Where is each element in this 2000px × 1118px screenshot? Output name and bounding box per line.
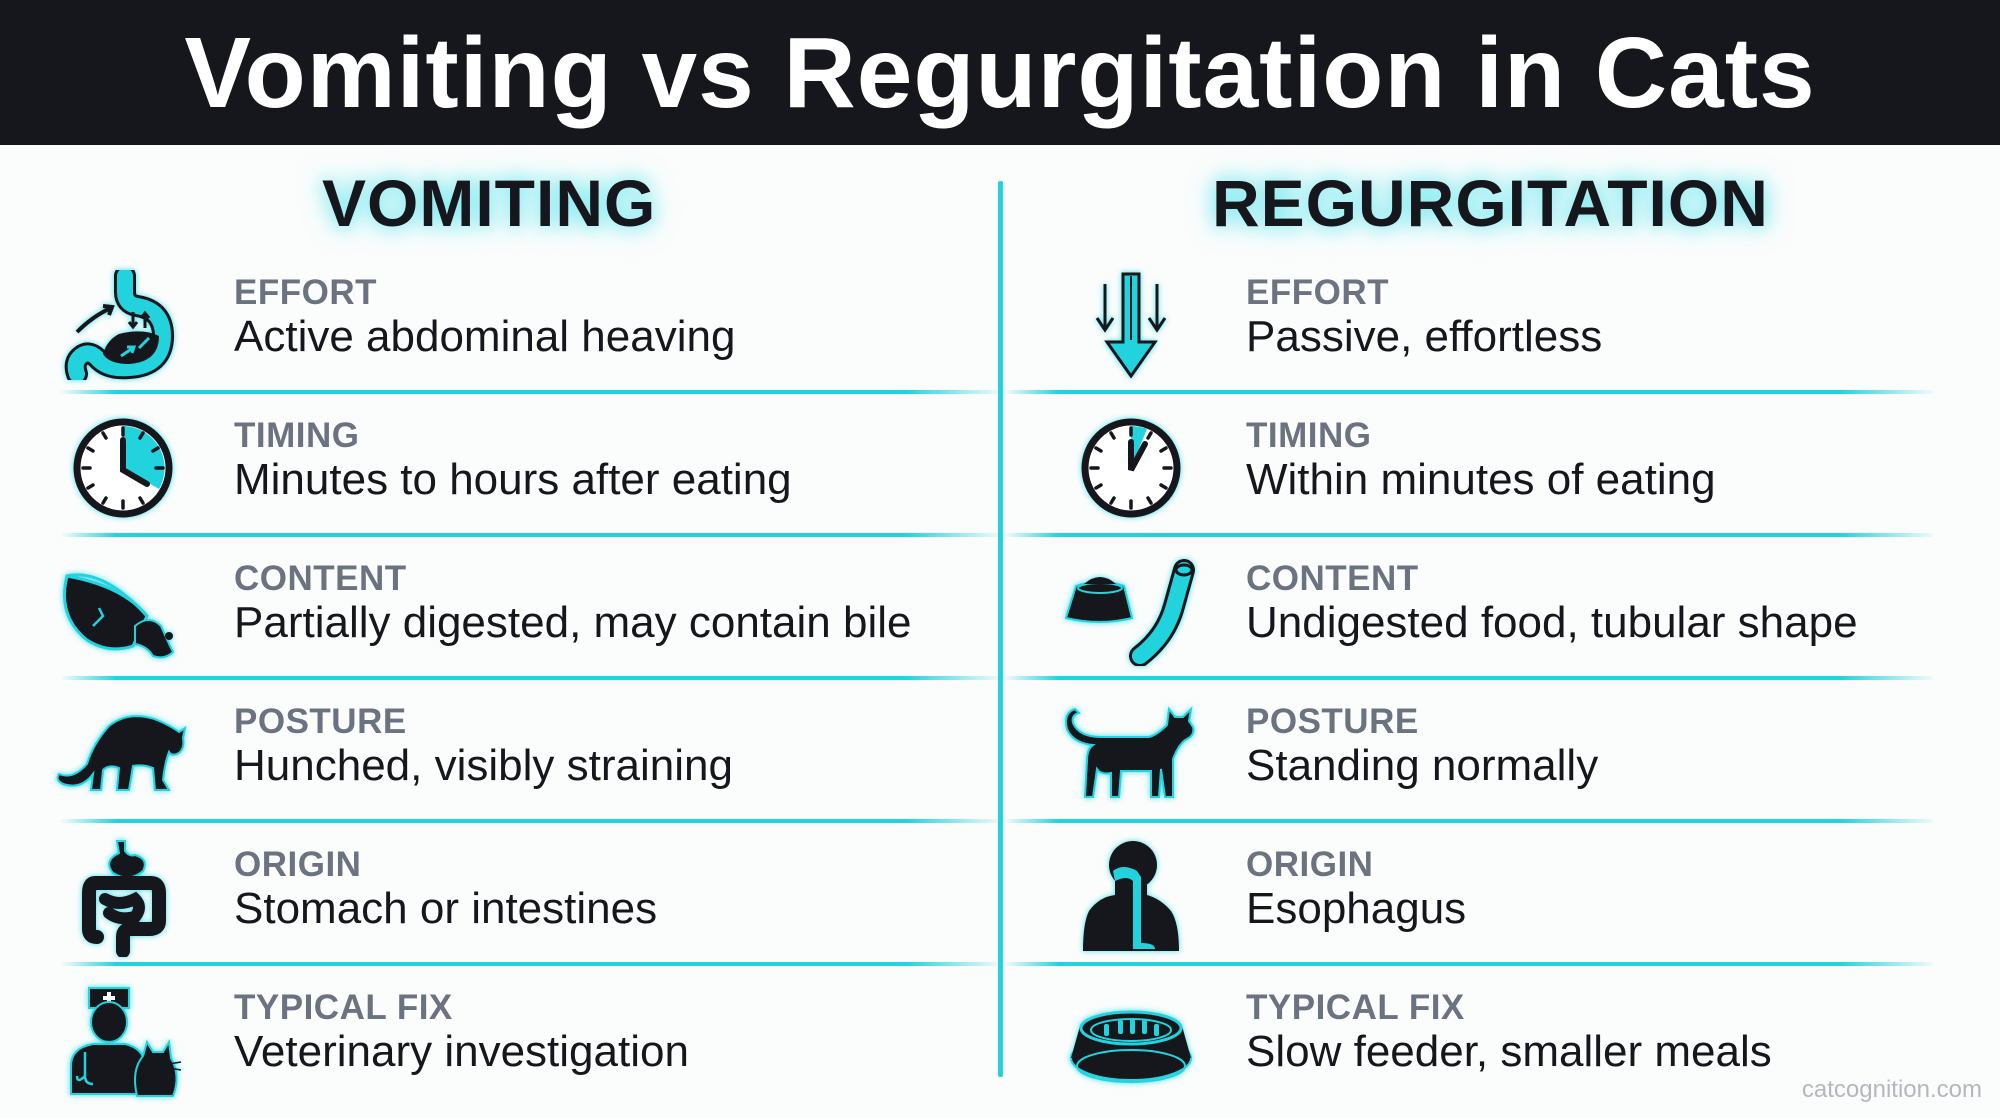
- row-divider: [1003, 676, 1933, 680]
- row-divider: [60, 390, 1000, 394]
- vomiting-row-timing: TIMING Minutes to hours after eating: [48, 403, 1038, 546]
- row-value: Veterinary investigation: [234, 1027, 689, 1076]
- regurgitation-row-posture: POSTURE Standing normally: [1056, 689, 2000, 832]
- title-bar: Vomiting vs Regurgitation in Cats: [0, 0, 2000, 145]
- row-divider: [1003, 819, 1933, 823]
- clock-minutes-icon: [1056, 403, 1206, 533]
- regurgitation-row-typical-fix: TYPICAL FIX Slow feeder, smaller meals: [1056, 975, 2000, 1118]
- row-divider: [60, 962, 1000, 966]
- slow-feeder-bowl-icon: [1056, 975, 1206, 1105]
- spilled-bowl-icon: [48, 546, 198, 676]
- regurgitation-heading: REGURGITATION: [1212, 166, 1769, 240]
- vomiting-row-origin: ORIGIN Stomach or intestines: [48, 832, 1038, 975]
- row-label: TYPICAL FIX: [234, 988, 453, 1027]
- row-value: Partially digested, may contain bile: [234, 598, 912, 647]
- regurgitation-row-origin: ORIGIN Esophagus: [1056, 832, 2000, 975]
- row-value: Slow feeder, smaller meals: [1246, 1027, 1772, 1076]
- row-value: Within minutes of eating: [1246, 455, 1716, 504]
- digestive-tract-icon: [48, 832, 198, 962]
- hunched-cat-icon: [48, 689, 198, 819]
- row-value: Undigested food, tubular shape: [1246, 598, 1858, 647]
- row-label: EFFORT: [234, 273, 377, 312]
- row-value: Minutes to hours after eating: [234, 455, 792, 504]
- regurgitation-row-effort: EFFORT Passive, effortless: [1056, 260, 2000, 403]
- row-value: Standing normally: [1246, 741, 1599, 790]
- row-label: ORIGIN: [1246, 845, 1374, 884]
- row-label: CONTENT: [234, 559, 407, 598]
- vomiting-row-typical-fix: TYPICAL FIX Veterinary investigation: [48, 975, 1038, 1118]
- row-divider: [60, 533, 1000, 537]
- row-label: TIMING: [234, 416, 360, 455]
- standing-cat-icon: [1056, 689, 1206, 819]
- row-label: ORIGIN: [234, 845, 362, 884]
- stomach-heaving-icon: [48, 260, 198, 390]
- page-title: Vomiting vs Regurgitation in Cats: [184, 16, 1816, 129]
- row-label: TIMING: [1246, 416, 1372, 455]
- bowl-and-tube-icon: [1056, 546, 1206, 676]
- vomiting-row-posture: POSTURE Hunched, visibly straining: [48, 689, 1038, 832]
- vet-with-cat-icon: [48, 975, 198, 1105]
- esophagus-icon: [1056, 832, 1206, 962]
- vomiting-heading: VOMITING: [322, 166, 657, 240]
- row-divider: [60, 819, 1000, 823]
- row-divider: [1003, 533, 1933, 537]
- row-label: POSTURE: [234, 702, 407, 741]
- row-value: Hunched, visibly straining: [234, 741, 733, 790]
- row-value: Passive, effortless: [1246, 312, 1603, 361]
- row-label: POSTURE: [1246, 702, 1419, 741]
- row-label: EFFORT: [1246, 273, 1389, 312]
- down-arrows-icon: [1056, 260, 1206, 390]
- row-value: Esophagus: [1246, 884, 1467, 933]
- row-label: TYPICAL FIX: [1246, 988, 1465, 1027]
- regurgitation-row-timing: TIMING Within minutes of eating: [1056, 403, 2000, 546]
- regurgitation-row-content: CONTENT Undigested food, tubular shape: [1056, 546, 2000, 689]
- row-divider: [60, 676, 1000, 680]
- source-watermark: catcognition.com: [1801, 1076, 1982, 1103]
- row-divider: [1003, 390, 1933, 394]
- vomiting-row-content: CONTENT Partially digested, may contain …: [48, 546, 1038, 689]
- vomiting-row-effort: EFFORT Active abdominal heaving: [48, 260, 1038, 403]
- clock-hours-icon: [48, 403, 198, 533]
- row-label: CONTENT: [1246, 559, 1419, 598]
- row-divider: [1003, 962, 1933, 966]
- row-value: Active abdominal heaving: [234, 312, 736, 361]
- row-value: Stomach or intestines: [234, 884, 658, 933]
- column-divider: [998, 181, 1003, 1077]
